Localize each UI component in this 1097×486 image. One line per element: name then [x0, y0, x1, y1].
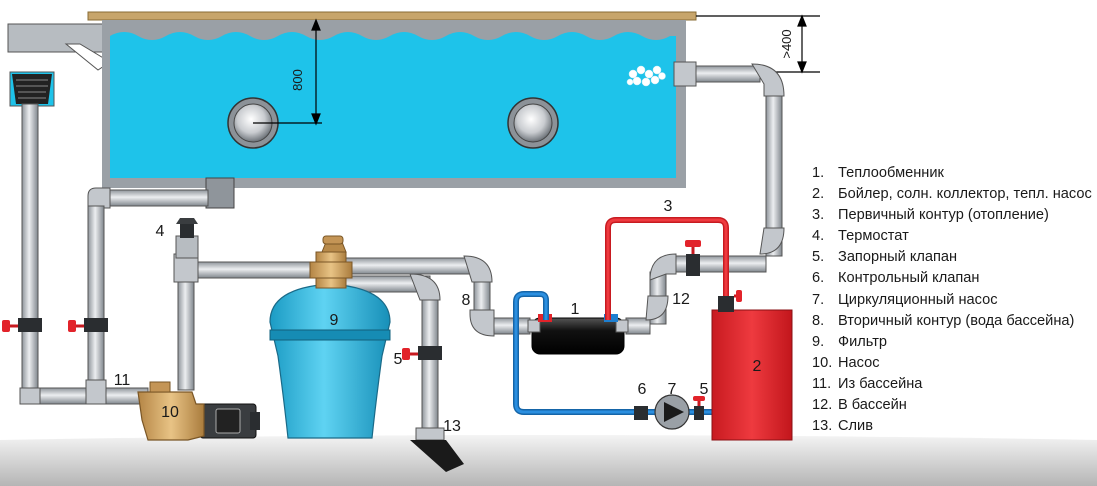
callout-3: 3	[664, 198, 673, 215]
shutoff-valves	[2, 240, 742, 420]
callout-5-drain: 5	[394, 351, 403, 368]
legend-item: 7.Циркуляционный насос	[812, 291, 998, 308]
callout-13: 13	[443, 418, 461, 435]
height-label: >400	[779, 29, 794, 58]
legend-item: 12.В бассейн	[812, 397, 907, 414]
callout-8: 8	[462, 292, 471, 309]
depth-label: 800	[290, 69, 305, 91]
sand-filter	[269, 235, 391, 439]
legend-item: 2.Бойлер, солн. коллектор, тепл. насос	[812, 186, 1092, 203]
callout-9: 9	[330, 312, 339, 329]
legend-item: 4.Термостат	[812, 228, 909, 245]
callout-6: 6	[638, 381, 647, 398]
drain-outlet	[410, 440, 464, 472]
skimmer	[7, 23, 111, 107]
legend-item: 6.Контрольный клапан	[812, 270, 980, 287]
callout-1: 1	[571, 301, 580, 318]
legend-item: 10.Насос	[812, 354, 880, 371]
height-dimension	[696, 14, 820, 74]
legend-item: 1.Теплообменник	[812, 165, 944, 181]
legend-item: 11.Из бассейна	[812, 375, 923, 392]
callout-11: 11	[114, 372, 131, 389]
legend-item: 13.Слив	[812, 418, 873, 435]
check-valve	[634, 406, 648, 420]
legend: 1.Теплообменник 2.Бойлер, солн. коллекто…	[812, 163, 1097, 437]
depth-dimension	[253, 18, 322, 126]
legend-item: 3.Первичный контур (отопление)	[812, 207, 1049, 224]
callout-2: 2	[753, 358, 762, 375]
ground	[0, 435, 1097, 486]
callout-4: 4	[156, 223, 165, 240]
main-drain	[205, 177, 235, 209]
legend-item: 8.Вторичный контур (вода бассейна)	[812, 312, 1075, 329]
circulation-pump	[654, 394, 690, 430]
legend-item: 5.Запорный клапан	[812, 249, 958, 266]
legend-item: 9.Фильтр	[812, 333, 888, 350]
pool-deck	[87, 11, 697, 21]
pool-pump	[137, 381, 260, 441]
pool-water	[110, 32, 676, 178]
callout-5-circuit: 5	[700, 381, 709, 398]
pool-light-right	[507, 97, 559, 149]
callout-10: 10	[161, 404, 179, 421]
callout-7: 7	[668, 381, 677, 398]
callout-12: 12	[672, 291, 690, 308]
thermostat	[175, 218, 199, 259]
boiler	[711, 309, 793, 441]
inlet-bubbles	[626, 65, 666, 87]
